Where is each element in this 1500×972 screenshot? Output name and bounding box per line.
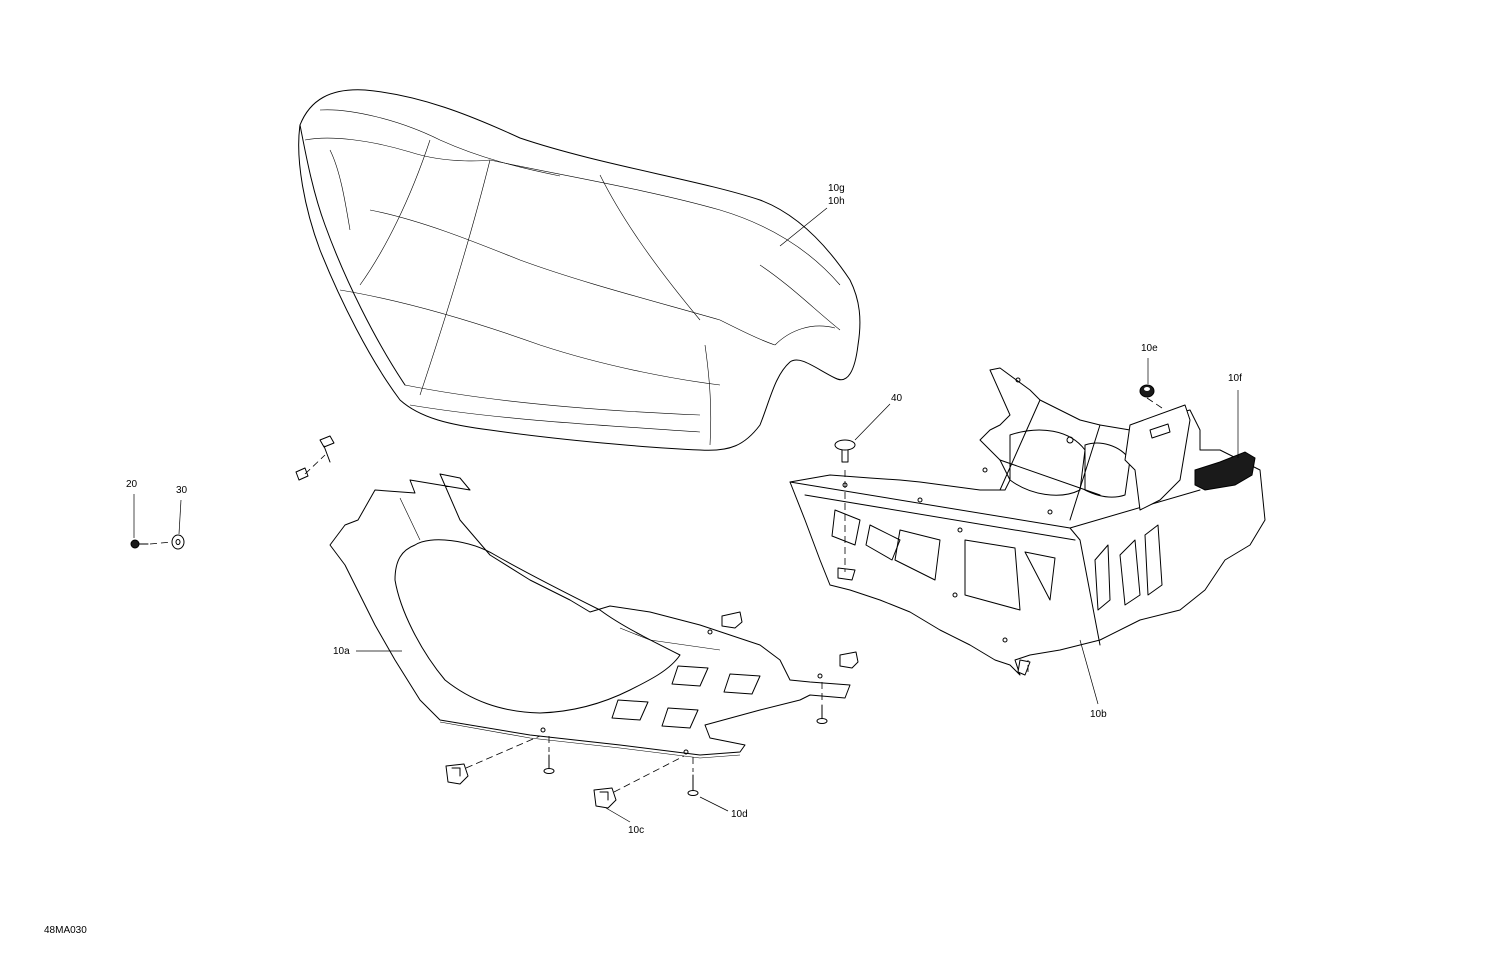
callout-20: 20 <box>126 479 138 490</box>
seat-cushion <box>298 89 861 451</box>
callout-10c: 10c <box>628 825 644 836</box>
leader-10b <box>1079 639 1099 705</box>
assembly-line <box>304 454 326 475</box>
screw-top <box>295 435 335 481</box>
nut-10e <box>1139 384 1155 398</box>
seat-support-plate <box>329 473 859 759</box>
callout-10f: 10f <box>1228 373 1242 384</box>
drawing-id: 48MA030 <box>44 925 87 936</box>
callout-10e: 10e <box>1141 343 1158 354</box>
leader-40 <box>854 403 891 441</box>
leader-10g <box>779 207 828 247</box>
callout-40: 40 <box>891 393 903 404</box>
leader-10d <box>699 796 729 812</box>
screw-10d <box>687 774 699 796</box>
clip-nut-left <box>445 763 469 785</box>
leader-30 <box>178 499 182 535</box>
leader-10c <box>605 807 631 823</box>
callout-30: 30 <box>176 485 188 496</box>
screw-right <box>816 704 828 724</box>
callout-10d: 10d <box>731 809 748 820</box>
assembly-line <box>149 541 173 545</box>
washer-30 <box>171 534 185 550</box>
callout-10b: 10b <box>1090 709 1107 720</box>
callout-10a: 10a <box>333 646 350 657</box>
screw-mid <box>543 754 555 774</box>
assembly-line <box>613 755 685 793</box>
assembly-line <box>1146 397 1166 411</box>
rear-bracket <box>789 367 1266 676</box>
callout-10g: 10g <box>828 183 845 194</box>
screw-20 <box>130 539 149 549</box>
clip-nut-10c <box>593 787 617 809</box>
screw-40 <box>834 439 856 463</box>
assembly-line <box>465 735 541 769</box>
callout-10h: 10h <box>828 196 845 207</box>
